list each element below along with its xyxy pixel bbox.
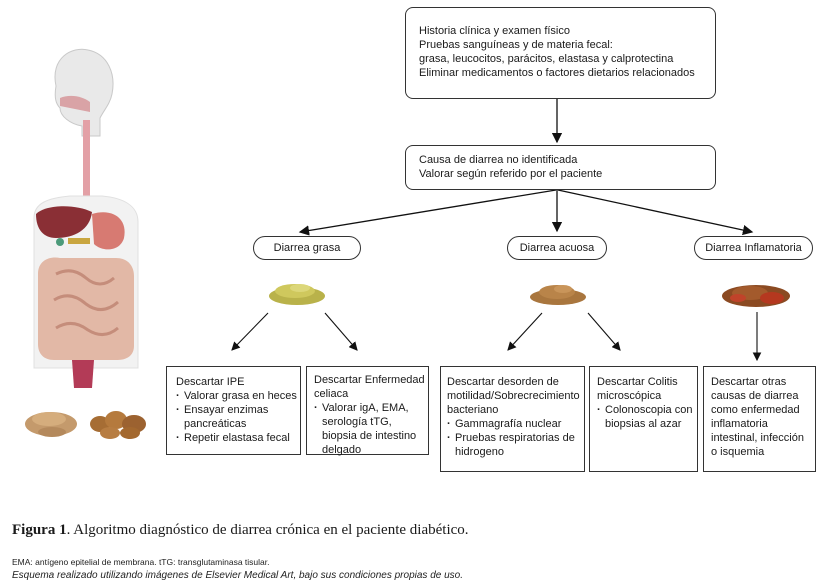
image-credit-note: Esquema realizado utilizando imágenes de… (12, 570, 463, 581)
ipe-title: Descartar IPE (176, 376, 245, 388)
celiaca-title: Descartar Enfermedad (314, 374, 425, 386)
category-diarrea-grasa: Diarrea grasa (253, 236, 361, 260)
list-item: Pruebas respiratorias de hidrogeno (447, 431, 580, 459)
otras-causas-box: Descartar otras causas de diarrea como e… (703, 366, 816, 472)
colitis-title: Descartar Colitis (597, 376, 678, 388)
otras-causas-title: o isquemia (711, 446, 765, 458)
initial-evaluation-line: grasa, leucocitos, parácitos, elastasa y… (419, 53, 674, 65)
celiaca-box: Descartar Enfermedad celiaca Valorar igA… (306, 366, 429, 457)
otras-causas-title: intestinal, infección (711, 432, 804, 444)
list-item: Gammagrafía nuclear (447, 417, 584, 431)
ipe-box: Descartar IPE Valorar grasa en heces Ens… (166, 366, 301, 455)
otras-causas-title: como enfermedad (711, 404, 800, 416)
list-item: Colonoscopia con biopsias al azar (597, 403, 699, 431)
celiaca-bullets: Valorar igA, EMA, serología tTG, biopsia… (314, 401, 428, 457)
abbreviations-note: EMA: antígeno epitelial de membrana. tTG… (12, 557, 270, 567)
arrow-to-grasa (298, 189, 557, 236)
ipe-bullets: Valorar grasa en heces Ensayar enzimas p… (176, 389, 300, 445)
category-diarrea-acuosa: Diarrea acuosa (507, 236, 607, 260)
unidentified-cause-line: Valorar según referido por el paciente (419, 168, 603, 180)
unidentified-cause-box: Causa de diarrea no identificada Valorar… (405, 145, 716, 190)
category-diarrea-inflamatoria: Diarrea Inflamatoria (694, 236, 813, 260)
otras-causas-title: inflamatoria (711, 418, 768, 430)
arrow-to-inflamatoria (557, 189, 754, 236)
figure-label: Figura 1 (12, 522, 67, 538)
watery-stool-illustration (530, 285, 586, 305)
pellet-stool-illustration (90, 411, 146, 439)
otras-causas-title: Descartar otras (711, 376, 787, 388)
initial-evaluation-line: Eliminar medicamentos o factores dietari… (419, 67, 695, 79)
figure-caption-text: . Algoritmo diagnóstico de diarrea cróni… (66, 522, 469, 538)
list-item: Valorar grasa en heces (176, 389, 300, 403)
motilidad-bullets: Gammagrafía nuclear Pruebas respiratoria… (447, 417, 584, 459)
colitis-title: microscópica (597, 390, 662, 402)
normal-stool-illustration (25, 412, 77, 437)
figure-caption: Figura 1. Algoritmo diagnóstico de diarr… (12, 522, 469, 539)
celiaca-title: celiaca (314, 388, 349, 400)
digestive-system-illustration (33, 48, 139, 388)
initial-evaluation-box: Historia clínica y examen físico Pruebas… (405, 7, 716, 99)
unidentified-cause-line: Causa de diarrea no identificada (419, 154, 578, 166)
list-item: Valorar igA, EMA, serología tTG, biopsia… (314, 401, 422, 457)
motilidad-title: motilidad/Sobrecrecimiento (447, 390, 580, 402)
inflammatory-stool-illustration (722, 285, 790, 307)
initial-evaluation-line: Historia clínica y examen físico (419, 25, 570, 37)
fatty-stool-illustration (269, 284, 325, 305)
motilidad-box: Descartar desorden de motilidad/Sobrecre… (440, 366, 585, 472)
arrow-acuosa-to-colitis (587, 312, 621, 351)
list-item: Ensayar enzimas pancreáticas (176, 403, 289, 431)
initial-evaluation-line: Pruebas sanguíneas y de materia fecal: (419, 39, 613, 51)
colitis-box: Descartar Colitis microscópica Colonosco… (589, 366, 698, 472)
list-item: Repetir elastasa fecal (176, 431, 300, 445)
otras-causas-title: causas de diarrea (711, 390, 799, 402)
arrow-grasa-to-celiaca (324, 312, 358, 351)
arrow-acuosa-to-motilidad (507, 312, 543, 351)
motilidad-title: Descartar desorden de (447, 376, 559, 388)
colitis-bullets: Colonoscopia con biopsias al azar (597, 403, 697, 431)
motilidad-title: bacteriano (447, 404, 499, 416)
flow-connectors (231, 99, 762, 362)
arrow-grasa-to-ipe (231, 312, 269, 351)
